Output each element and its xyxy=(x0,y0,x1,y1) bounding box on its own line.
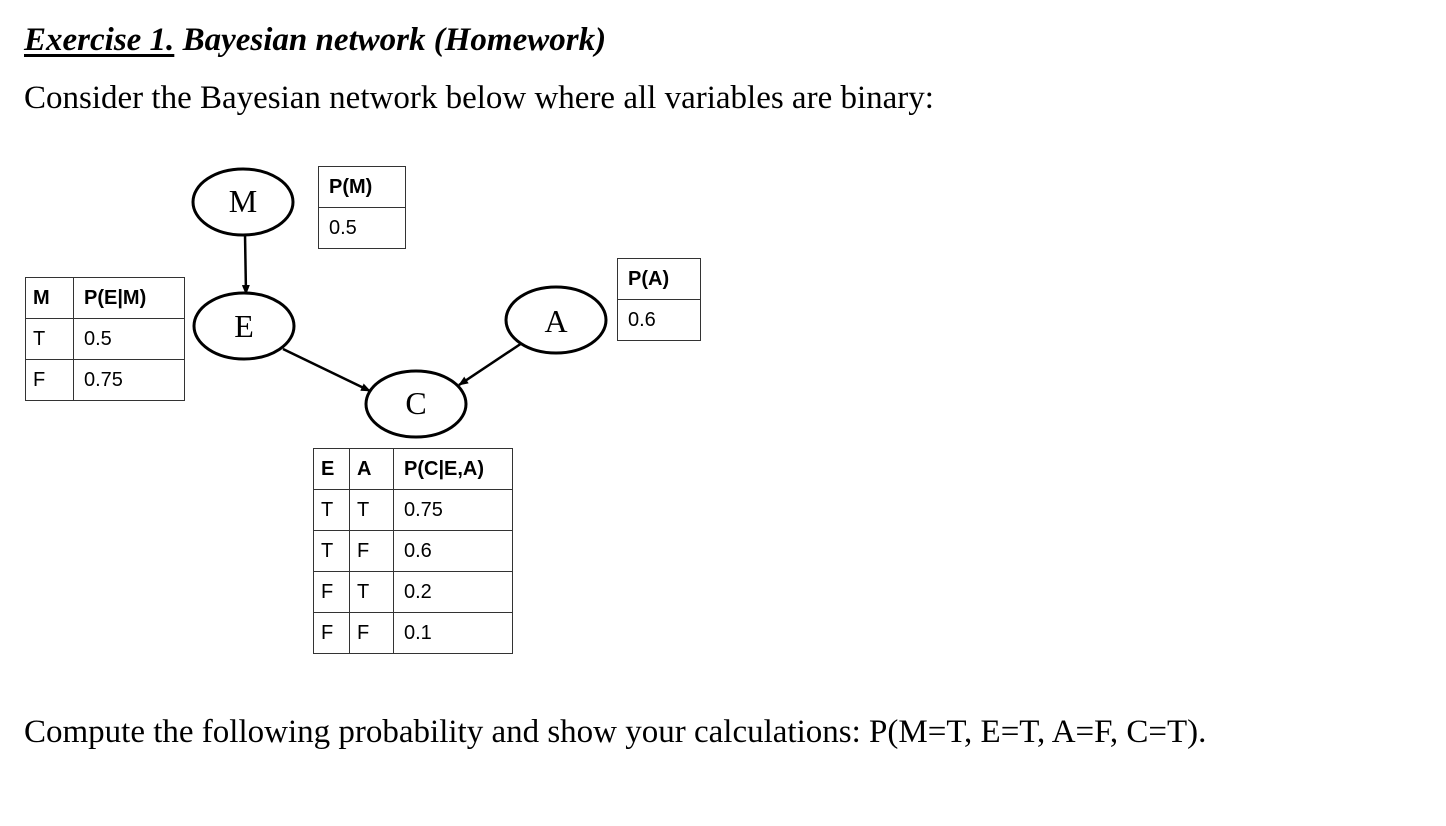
cpt-c-header-e: E xyxy=(313,448,350,490)
node-c: C xyxy=(364,369,468,439)
node-e-label: E xyxy=(234,308,254,344)
edge-e-to-c xyxy=(282,347,371,393)
cpt-c-row-3-a: F xyxy=(349,612,394,654)
cpt-e-row-0-prob: 0.5 xyxy=(73,318,185,360)
cpt-c-row-1-e: T xyxy=(313,530,350,572)
question-text: Compute the following probability and sh… xyxy=(24,714,1207,750)
cpt-c-table: E A P(C|E,A) T T 0.75 T F 0.6 F T 0.2 F … xyxy=(313,448,513,654)
node-a-label: A xyxy=(544,303,567,339)
node-m-label: M xyxy=(229,183,257,219)
cpt-e-row-1-m: F xyxy=(25,359,74,401)
edge-m-to-e xyxy=(241,233,250,295)
table-row: T 0.5 xyxy=(25,318,185,360)
node-c-label: C xyxy=(405,385,426,421)
cpt-c-row-0-e: T xyxy=(313,489,350,531)
cpt-c-row-2-prob: 0.2 xyxy=(393,571,513,613)
cpt-m-value: 0.5 xyxy=(318,207,406,249)
intro-text: Consider the Bayesian network below wher… xyxy=(24,80,934,116)
node-a: A xyxy=(504,285,608,355)
cpt-a-header: P(A) xyxy=(617,258,701,300)
table-row: F 0.75 xyxy=(25,359,185,401)
table-row: T F 0.6 xyxy=(313,530,513,572)
cpt-a-value: 0.6 xyxy=(617,299,701,341)
edge-a-to-c xyxy=(458,341,523,387)
table-row: T T 0.75 xyxy=(313,489,513,531)
cpt-e-header-m: M xyxy=(25,277,74,319)
table-row: F F 0.1 xyxy=(313,612,513,654)
cpt-m-header: P(M) xyxy=(318,166,406,208)
cpt-c-row-2-a: T xyxy=(349,571,394,613)
cpt-e-table: M P(E|M) T 0.5 F 0.75 xyxy=(25,277,185,401)
node-e: E xyxy=(192,291,296,361)
cpt-m-table: P(M) 0.5 xyxy=(318,166,406,249)
cpt-c-row-0-a: T xyxy=(349,489,394,531)
cpt-c-header-prob: P(C|E,A) xyxy=(393,448,513,490)
cpt-a-table: P(A) 0.6 xyxy=(617,258,701,341)
node-m: M xyxy=(191,167,295,237)
cpt-c-row-3-e: F xyxy=(313,612,350,654)
cpt-c-row-2-e: F xyxy=(313,571,350,613)
cpt-c-row-3-prob: 0.1 xyxy=(393,612,513,654)
cpt-e-header-prob: P(E|M) xyxy=(73,277,185,319)
exercise-label: Exercise 1. xyxy=(24,22,175,58)
table-row: F T 0.2 xyxy=(313,571,513,613)
cpt-e-row-0-m: T xyxy=(25,318,74,360)
exercise-topic: Bayesian network (Homework) xyxy=(174,22,607,58)
cpt-e-row-1-prob: 0.75 xyxy=(73,359,185,401)
cpt-c-row-1-a: F xyxy=(349,530,394,572)
cpt-c-row-1-prob: 0.6 xyxy=(393,530,513,572)
exercise-title: Exercise 1. Bayesian network (Homework) xyxy=(24,22,606,59)
cpt-c-row-0-prob: 0.75 xyxy=(393,489,513,531)
cpt-c-header-a: A xyxy=(349,448,394,490)
